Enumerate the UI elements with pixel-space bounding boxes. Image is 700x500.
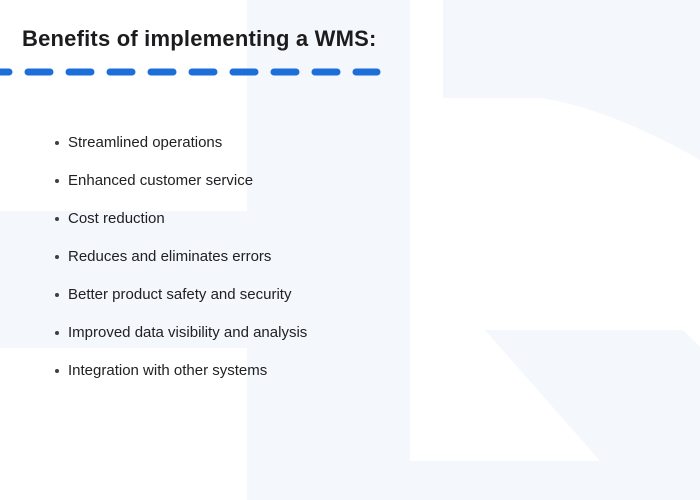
list-item: Improved data visibility and analysis [55,324,307,341]
list-item: Better product safety and security [55,286,307,303]
benefits-list: Streamlined operations Enhanced customer… [55,134,307,400]
page-title: Benefits of implementing a WMS: [22,26,377,51]
background-top-right-swoosh [443,0,700,160]
background-horizontal-band [0,211,410,348]
list-item: Streamlined operations [55,134,307,151]
list-item: Cost reduction [55,210,307,227]
list-item: Integration with other systems [55,362,307,379]
list-item: Reduces and eliminates errors [55,248,307,265]
background-bottom-right-chevron [410,330,700,500]
list-item: Enhanced customer service [55,172,307,189]
dashed-divider [0,68,381,76]
